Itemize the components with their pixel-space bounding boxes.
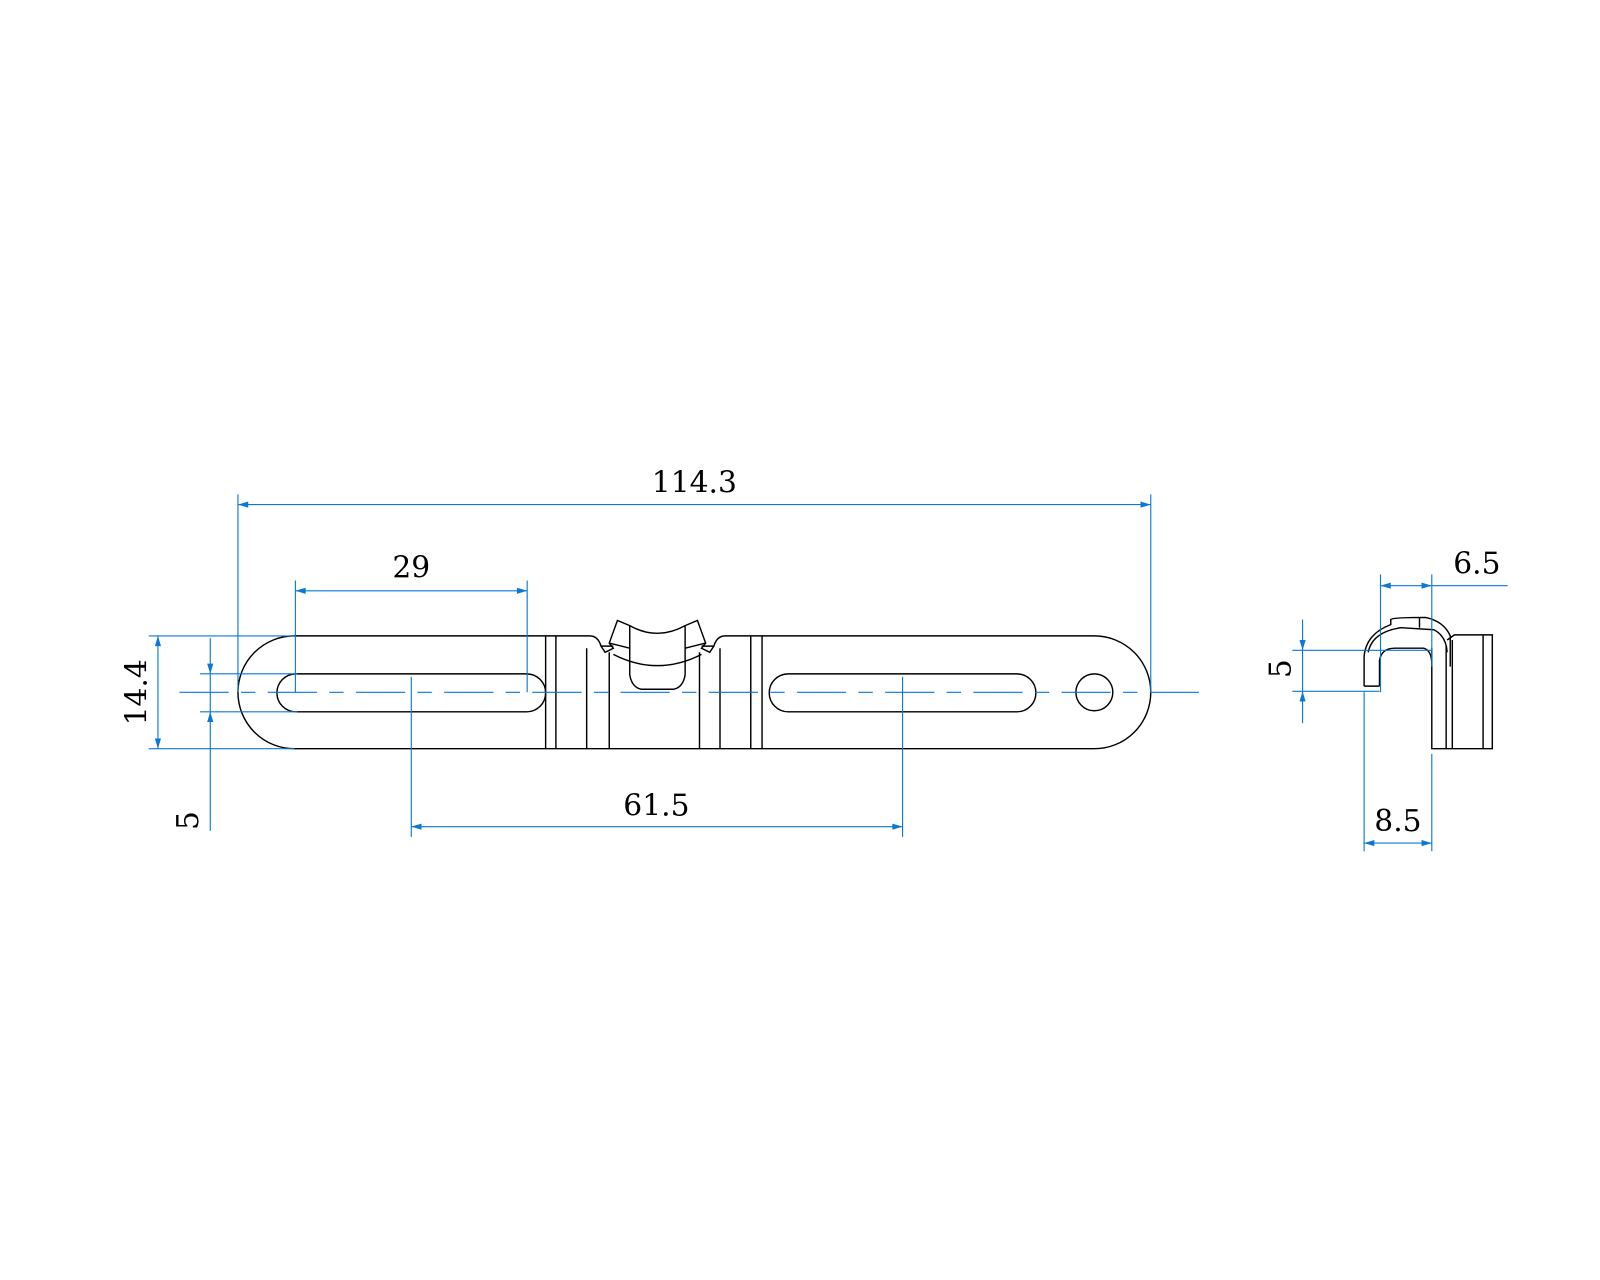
dimension-hook-height: 5 bbox=[1263, 659, 1298, 678]
dimension-slot-spacing: 61.5 bbox=[623, 788, 689, 823]
side-view: 6.5 5 8.5 bbox=[1263, 546, 1508, 852]
plate-section bbox=[1431, 634, 1494, 750]
extension-lines-width bbox=[148, 635, 295, 750]
extension-lines-hook-height bbox=[1292, 649, 1432, 692]
extension-lines-spacing bbox=[410, 676, 904, 837]
extension-lines-slot-width bbox=[199, 673, 298, 713]
extension-lines-top-width bbox=[1379, 574, 1433, 693]
extension-lines-overall bbox=[237, 494, 1152, 693]
extension-lines-bottom-width bbox=[1363, 692, 1433, 852]
tab-body bbox=[629, 625, 686, 690]
dimension-bottom-width: 8.5 bbox=[1374, 804, 1421, 839]
dimension-width: 14.4 bbox=[120, 659, 155, 725]
dimension-slot-width: 5 bbox=[171, 811, 206, 830]
front-view: 114.3 29 14.4 5 61.5 bbox=[120, 465, 1209, 837]
dimension-slot-length: 29 bbox=[392, 550, 430, 585]
dimension-top-width: 6.5 bbox=[1453, 546, 1500, 581]
tab-bevels bbox=[601, 642, 714, 649]
dimension-overall-length: 114.3 bbox=[652, 465, 737, 500]
tab-arc-inner bbox=[613, 653, 702, 667]
plate-outline bbox=[237, 619, 1152, 750]
hook-inner-arcs bbox=[1367, 617, 1448, 653]
